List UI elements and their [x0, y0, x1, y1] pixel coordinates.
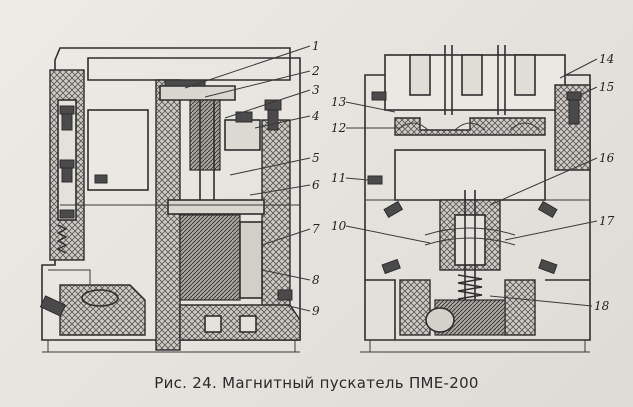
- callout-5: 5: [312, 151, 320, 165]
- callout-18: 18: [594, 299, 610, 313]
- callout-6: 6: [312, 178, 320, 192]
- callout-1: 1: [312, 39, 320, 53]
- callout-16: 16: [599, 151, 615, 165]
- callout-3: 3: [312, 83, 320, 97]
- callout-15: 15: [599, 80, 614, 94]
- callout-10: 10: [331, 219, 347, 233]
- callout-13: 13: [331, 95, 347, 109]
- callout-8: 8: [312, 273, 320, 287]
- right-section-view: [360, 45, 591, 353]
- callout-4: 4: [311, 109, 320, 123]
- callout-12: 12: [331, 121, 346, 135]
- figure-caption: Рис. 24. Магнитный пускатель ПМЕ-200: [154, 374, 479, 392]
- callout-labels: 1 2 3 4 5 6 7 8 9 10 11 12 13 14 15 16 1…: [311, 39, 615, 318]
- callout-11: 11: [331, 171, 346, 185]
- left-section-view: [39, 47, 301, 353]
- leader-lines: [184, 45, 598, 312]
- callout-2: 2: [311, 64, 320, 78]
- callout-14: 14: [599, 52, 614, 66]
- callout-9: 9: [312, 304, 320, 318]
- callout-7: 7: [312, 222, 320, 236]
- callout-17: 17: [599, 214, 615, 228]
